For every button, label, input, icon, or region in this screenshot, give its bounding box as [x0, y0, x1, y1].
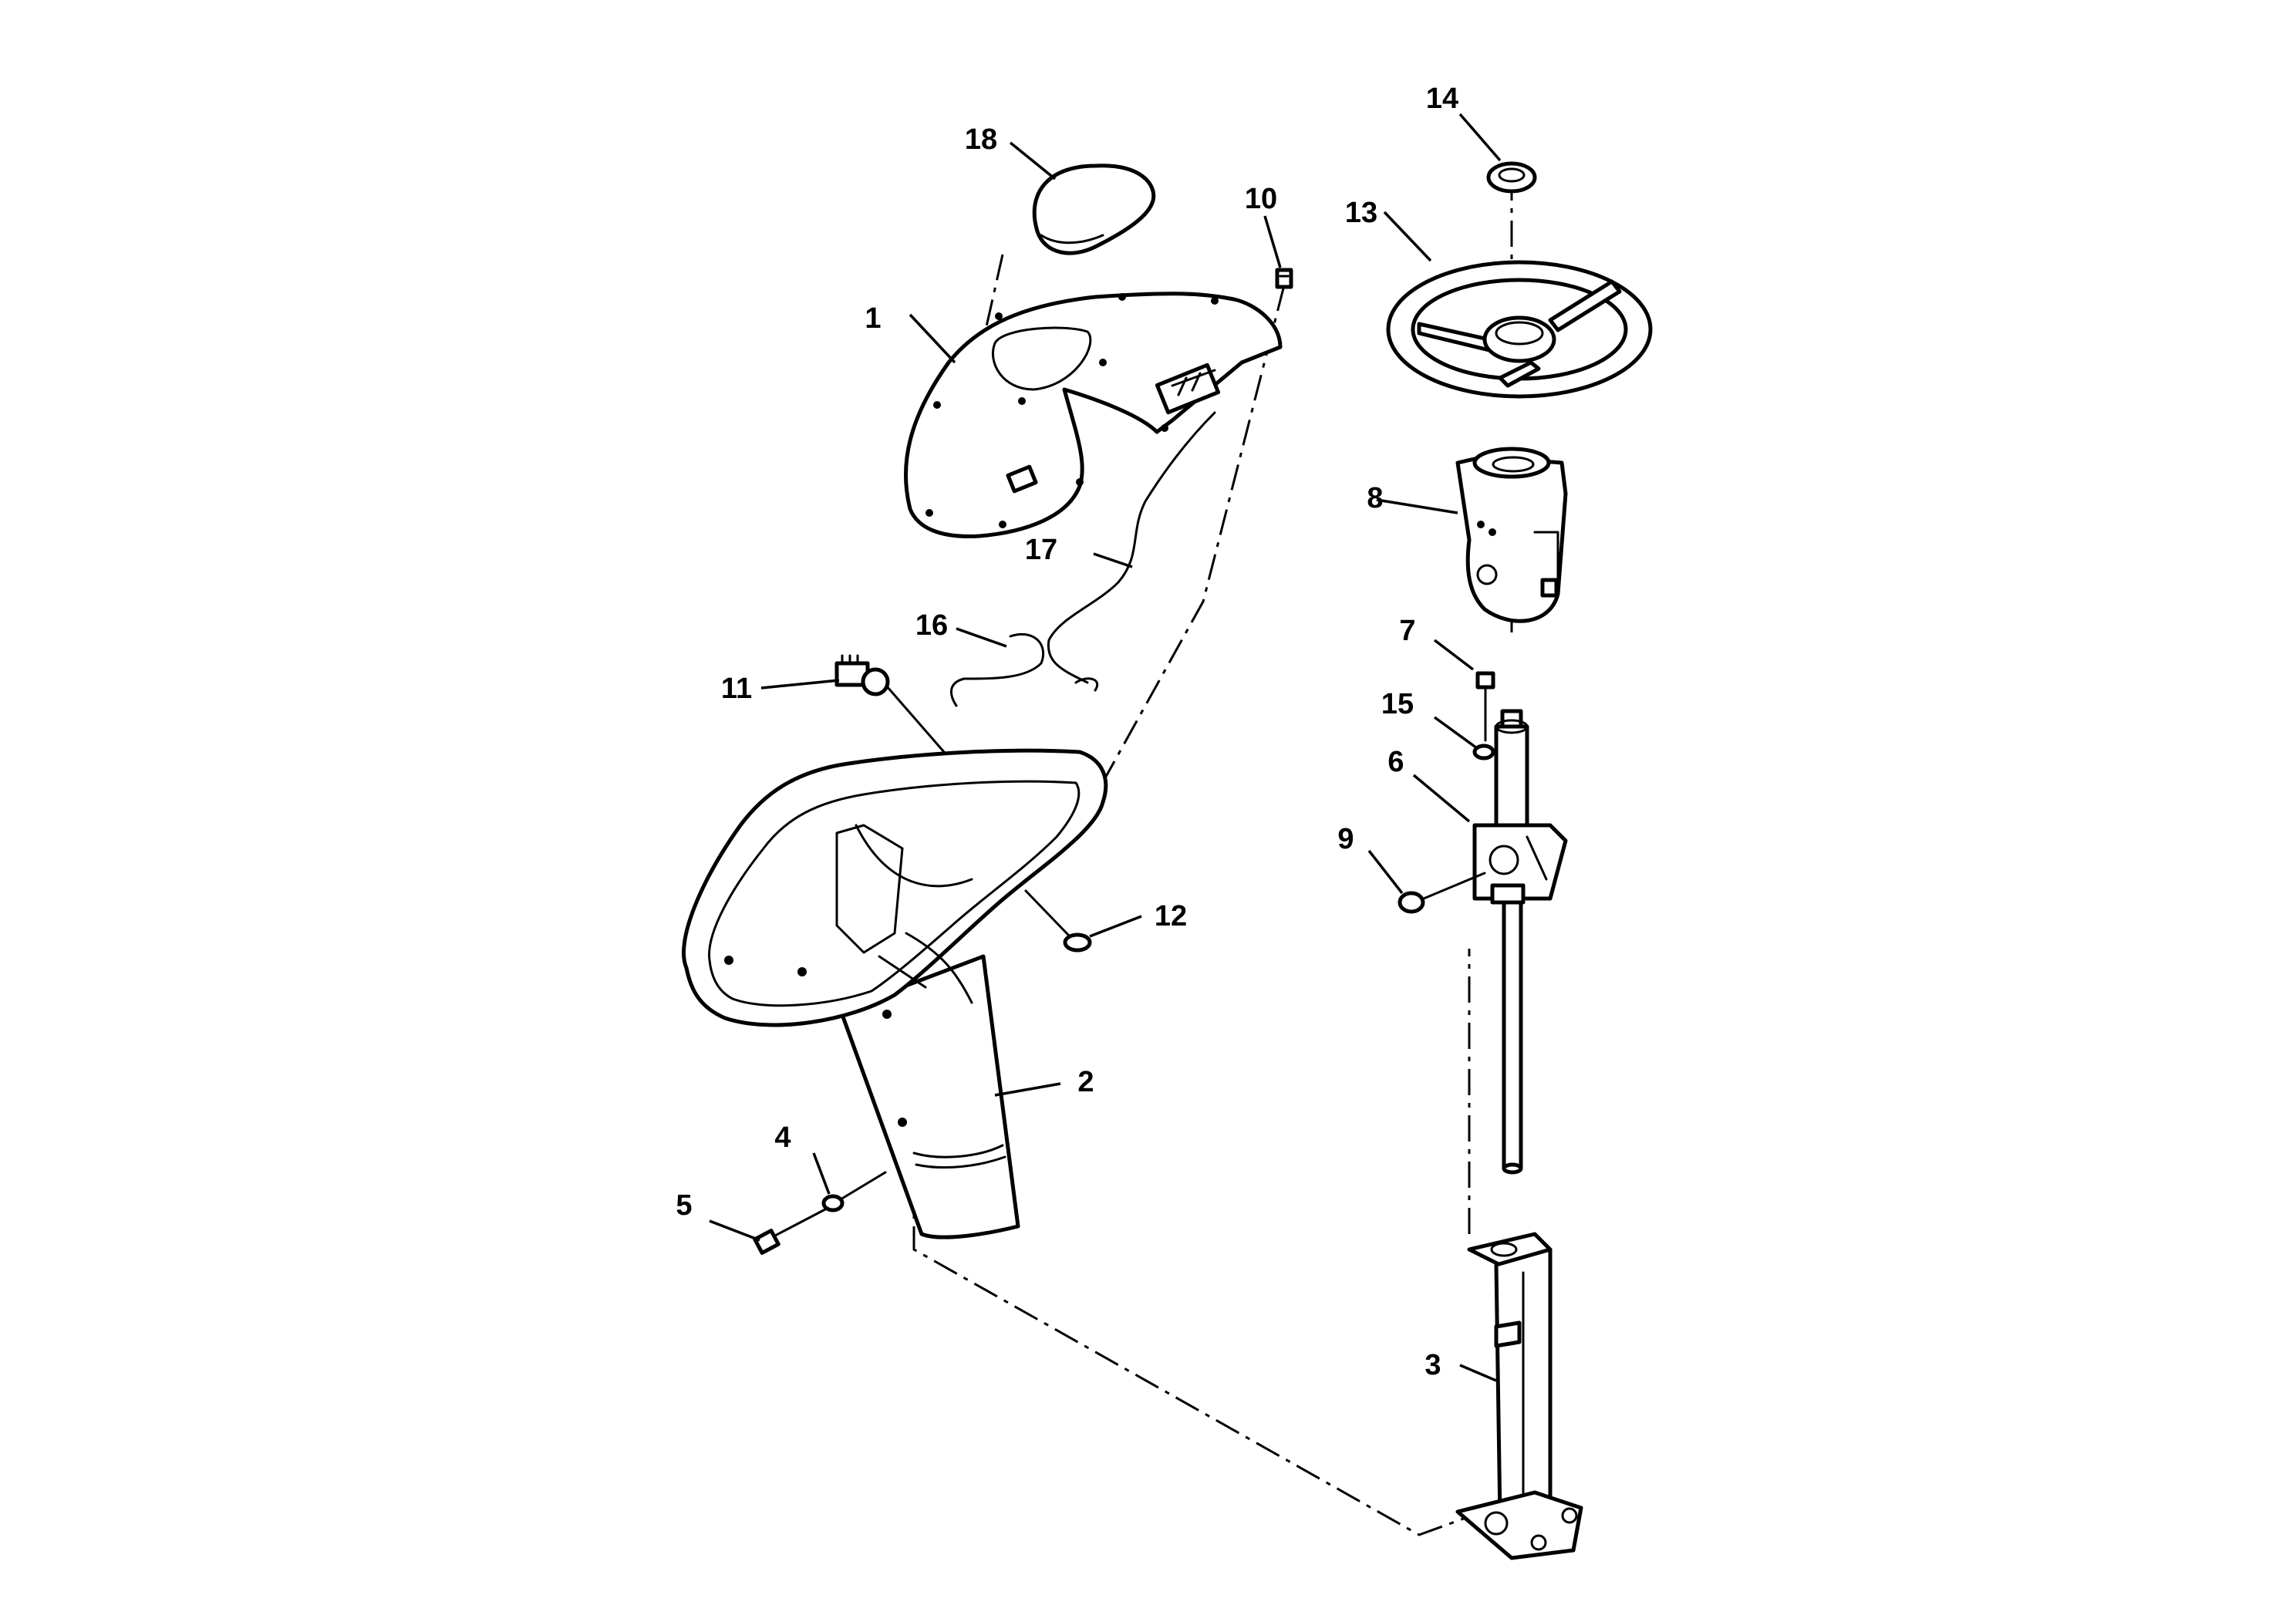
- part-6-column-bracket: [1472, 709, 1568, 905]
- callout-14: 14: [1426, 83, 1458, 115]
- part-10-screw: [1275, 268, 1293, 289]
- callout-10: 10: [1245, 183, 1277, 215]
- part-14-cap: [1486, 161, 1537, 194]
- callout-4: 4: [774, 1121, 791, 1154]
- part-1-dashboard-panel: [903, 292, 1283, 538]
- part-15-washer: [1472, 744, 1495, 760]
- callout-13: 13: [1345, 197, 1377, 229]
- part-12-plug: [1024, 889, 1092, 953]
- part-3-base-frame: [1455, 1232, 1583, 1560]
- callout-18: 18: [965, 123, 997, 156]
- part-9-nut: [1397, 872, 1486, 914]
- callout-2: 2: [1077, 1066, 1094, 1098]
- callout-16: 16: [915, 609, 948, 642]
- callout-6: 6: [1387, 746, 1404, 778]
- callout-labels: 1 2 3 4 5 6 7 8 9 10 11 12 13 14 15 16 1…: [676, 83, 1458, 1381]
- callout-11: 11: [721, 673, 752, 705]
- callout-12: 12: [1155, 900, 1187, 932]
- part-5-bolt: [753, 1171, 887, 1255]
- leader-lines: [709, 113, 1502, 1382]
- callout-8: 8: [1367, 482, 1383, 514]
- part-18-armrest-pad: [1032, 164, 1156, 255]
- callout-15: 15: [1381, 688, 1414, 720]
- part-13-steering-wheel: [1386, 260, 1653, 399]
- callout-7: 7: [1399, 615, 1415, 647]
- callout-1: 1: [865, 302, 881, 335]
- callout-5: 5: [676, 1189, 692, 1222]
- callout-3: 3: [1424, 1349, 1441, 1381]
- part-8-column-shroud: [1455, 447, 1568, 623]
- part-4-washer: [821, 1194, 845, 1212]
- part-16-cable-clip: [949, 632, 1098, 707]
- callout-9: 9: [1337, 823, 1354, 855]
- part-2-console-housing: [682, 748, 1108, 1239]
- part-7-bolt: [1475, 671, 1495, 742]
- steering-shaft: [1502, 900, 1523, 1175]
- part-17-wiring-harness: [1047, 411, 1216, 684]
- callout-17: 17: [1025, 534, 1057, 566]
